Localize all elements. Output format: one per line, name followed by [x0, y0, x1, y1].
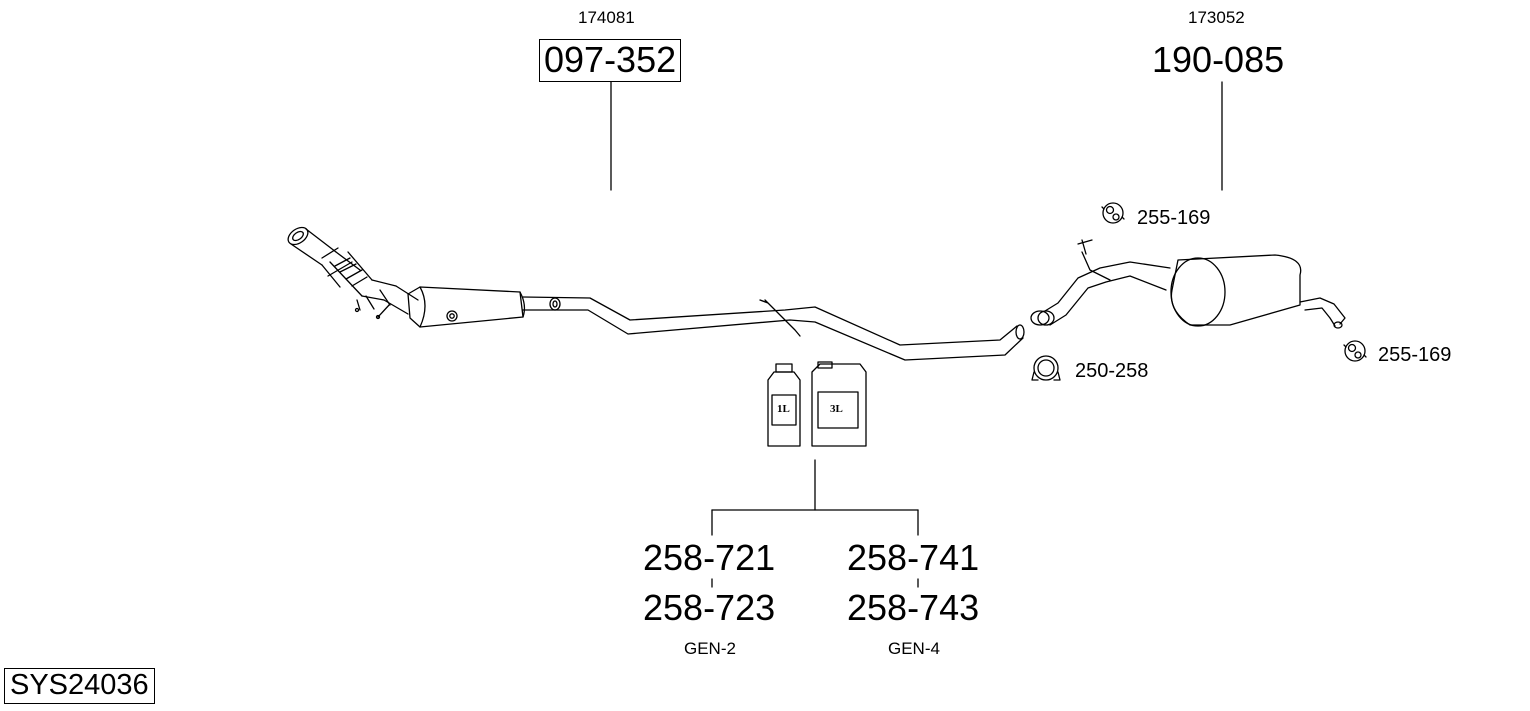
bottle-large-label: 3L [830, 403, 843, 415]
rear-section [1030, 239, 1346, 329]
intermediate-pipe [522, 296, 1025, 361]
front-flex-pipe [287, 226, 419, 320]
bottle-small-label: 1L [777, 403, 790, 415]
rear-silencer-ref-code: 173052 [1188, 8, 1245, 27]
rear-silencer-part-number[interactable]: 190-085 [1152, 39, 1285, 80]
catalytic-converter [407, 286, 526, 328]
fluid-bottle-icon [767, 363, 801, 447]
pipe-clamp-icon [1031, 355, 1061, 381]
hanger-upper-part-number[interactable]: 255-169 [1137, 207, 1211, 229]
gen4-label: GEN-4 [888, 639, 940, 658]
system-code: SYS24036 [4, 668, 155, 704]
fluid-canister-icon [811, 361, 867, 447]
hanger-rear-part-number[interactable]: 255-169 [1378, 344, 1452, 366]
clamp-part-number[interactable]: 250-258 [1075, 360, 1149, 382]
catalyst-ref-code: 174081 [578, 8, 635, 27]
rubber-hanger-icon [1101, 202, 1125, 224]
gen4-part-bottom[interactable]: 258-743 [847, 587, 980, 628]
rubber-hanger-icon [1343, 340, 1367, 362]
gen2-label: GEN-2 [684, 639, 736, 658]
gen2-part-bottom[interactable]: 258-723 [643, 587, 776, 628]
catalyst-part-number[interactable]: 097-352 [539, 39, 682, 82]
gen4-part-top[interactable]: 258-741 [847, 537, 980, 578]
gen2-part-top[interactable]: 258-721 [643, 537, 776, 578]
